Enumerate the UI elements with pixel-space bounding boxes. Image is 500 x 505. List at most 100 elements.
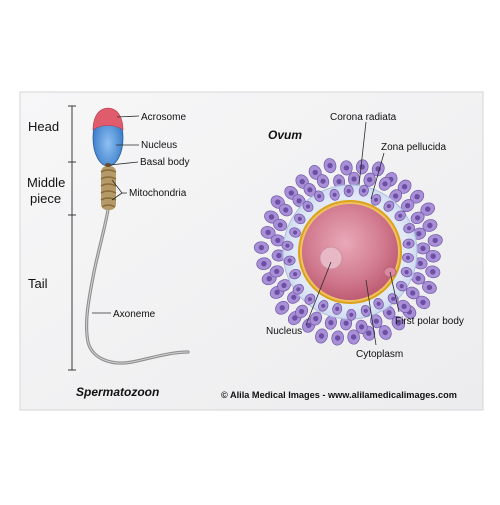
label-first-polar-body: First polar body (395, 316, 464, 327)
ovum-cytoplasm (302, 204, 398, 300)
corona-cell-nucleus (343, 165, 350, 171)
region-label-middle: Middle (27, 175, 65, 190)
corona-cell-nucleus (398, 213, 403, 218)
corona-cell-nucleus (274, 268, 280, 274)
spermatozoon: Head Middle piece Tail Acrosome Nucleus … (27, 105, 190, 399)
corona-cell-nucleus (258, 244, 265, 251)
credit-line: © Alila Medical Images - www.alilamedica… (221, 390, 457, 400)
corona-cell-nucleus (285, 243, 290, 248)
label-mitochondria: Mitochondria (129, 188, 187, 199)
corona-cell-nucleus (275, 237, 281, 243)
corona-cell-nucleus (327, 162, 333, 169)
corona-cell-nucleus (317, 194, 322, 199)
label-basal-body: Basal body (140, 157, 189, 168)
corona-cell-nucleus (430, 253, 436, 259)
corona-cell-nucleus (265, 229, 271, 236)
corona-cell-nucleus (328, 320, 334, 326)
region-bracket (68, 105, 76, 371)
mitochondria-coils (100, 169, 117, 208)
region-label-head: Head (28, 119, 59, 134)
label-corona-radiata: Corona radiata (330, 112, 397, 123)
corona-cell-nucleus (313, 316, 319, 322)
corona-cell-nucleus (307, 187, 313, 193)
corona-cell-nucleus (306, 322, 312, 329)
label-acrosome: Acrosome (141, 112, 186, 123)
corona-cell-nucleus (363, 308, 368, 313)
corona-cell-nucleus (425, 206, 431, 212)
corona-cell-nucleus (350, 334, 357, 340)
corona-cell-nucleus (416, 231, 422, 237)
corona-cell-nucleus (275, 199, 281, 205)
corona-cell-nucleus (296, 287, 301, 292)
corona-cell-nucleus (349, 312, 354, 317)
corona-cell-nucleus (296, 198, 302, 204)
corona-cell-nucleus (279, 305, 285, 311)
corona-cell-nucleus (287, 258, 292, 263)
basal-body-dot (105, 163, 111, 167)
corona-cell-nucleus (335, 306, 340, 311)
region-label-piece: piece (30, 191, 61, 206)
corona-cell-nucleus (386, 310, 392, 316)
corona-cell-nucleus (312, 169, 318, 176)
corona-cell-nucleus (373, 318, 379, 324)
ovum-nucleus (319, 246, 343, 270)
spermatozoon-title: Spermatozoon (76, 385, 159, 399)
corona-cell-nucleus (382, 181, 388, 187)
corona-cell-nucleus (404, 270, 409, 275)
corona-cell-nucleus (410, 290, 416, 296)
corona-cell-nucleus (359, 164, 365, 170)
corona-radiata-inner-cells (281, 184, 415, 321)
corona-cell-nucleus (415, 215, 421, 221)
corona-cell-nucleus (292, 315, 298, 321)
corona-cell-nucleus (276, 252, 282, 259)
corona-cell-nucleus (293, 230, 298, 235)
label-cytoplasm: Cytoplasm (356, 349, 403, 360)
corona-cell-nucleus (336, 178, 342, 185)
corona-cell-nucleus (307, 297, 312, 302)
corona-cell-nucleus (318, 333, 325, 339)
corona-cell-nucleus (299, 178, 305, 185)
corona-cell-nucleus (361, 188, 366, 193)
label-ovum-nucleus: Nucleus (266, 326, 302, 337)
corona-cell-nucleus (277, 222, 283, 228)
corona-cell-nucleus (366, 330, 372, 336)
corona-cell-nucleus (395, 320, 401, 326)
ovum-diagram: Ovum Corona radiata Zona pellucida Nucle… (253, 112, 464, 360)
corona-cell-nucleus (420, 299, 426, 306)
corona-cell-nucleus (405, 203, 411, 209)
corona-cell-nucleus (417, 260, 423, 266)
label-axoneme: Axoneme (113, 309, 156, 320)
corona-cell-nucleus (391, 296, 396, 301)
region-label-tail: Tail (28, 276, 48, 291)
corona-cell-nucleus (268, 214, 275, 220)
corona-cell-nucleus (343, 320, 349, 326)
corona-cell-nucleus (274, 289, 280, 295)
corona-cell-nucleus (297, 216, 302, 221)
corona-cell-nucleus (414, 194, 420, 200)
corona-cell-nucleus (335, 335, 341, 341)
corona-cell-nucleus (430, 269, 436, 275)
corona-cell-nucleus (426, 284, 433, 291)
corona-radiata-cells (253, 158, 443, 346)
corona-cell-nucleus (382, 329, 388, 336)
corona-cell-nucleus (288, 190, 294, 196)
corona-cell-nucleus (283, 207, 289, 213)
corona-cell-nucleus (299, 308, 305, 315)
ovum-title: Ovum (268, 128, 302, 142)
corona-cell-nucleus (376, 301, 381, 306)
corona-cell-nucleus (351, 176, 357, 182)
ovum-leader-lines (305, 121, 400, 346)
acrosome-cap (92, 107, 124, 131)
corona-cell-nucleus (305, 204, 311, 209)
corona-cell-nucleus (415, 275, 421, 281)
sperm-midpiece (101, 166, 116, 210)
label-zona-pellucida: Zona pellucida (381, 142, 446, 153)
corona-cell-nucleus (406, 241, 411, 246)
label-sperm-nucleus: Nucleus (141, 140, 177, 151)
corona-cell-nucleus (405, 255, 411, 260)
sperm-leader-lines (92, 115, 140, 314)
corona-cell-nucleus (291, 294, 297, 300)
corona-cell-nucleus (407, 226, 412, 231)
corona-cell-nucleus (281, 282, 287, 288)
